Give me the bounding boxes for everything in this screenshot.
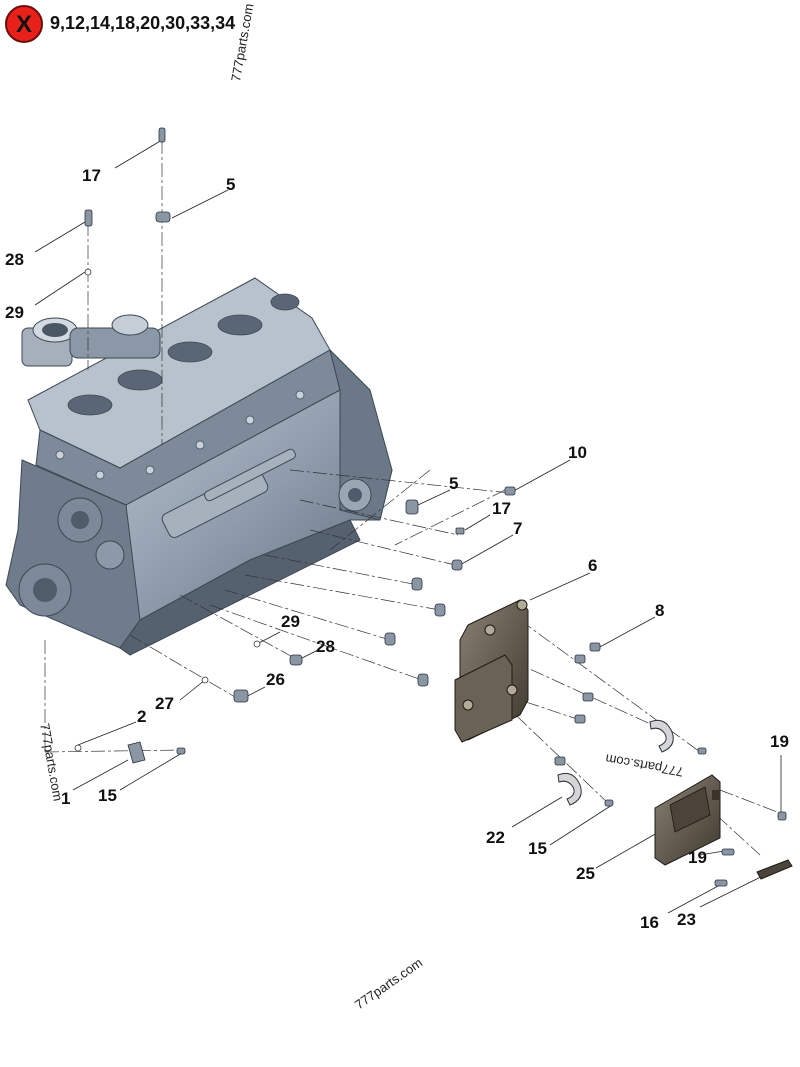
callout-22: 22: [486, 828, 505, 847]
callout-1: 1: [61, 789, 71, 808]
callout-15: 15: [528, 839, 547, 858]
turbo-housing: [21, 314, 161, 367]
callout-16: 16: [640, 913, 659, 932]
callout-19: 19: [688, 848, 707, 867]
ecu-module: [654, 774, 721, 866]
callout-10: 10: [568, 443, 587, 462]
callout-28: 28: [5, 250, 24, 269]
callout-5: 5: [226, 175, 236, 194]
excluded-items-list: 9,12,14,18,20,30,33,34: [50, 13, 236, 33]
callout-6: 6: [588, 556, 598, 575]
front-pulleys: [18, 497, 125, 617]
callout-2: 2: [137, 707, 147, 726]
gasket-plate: [756, 859, 793, 880]
bolts-and-sensors: [74, 127, 787, 887]
callout-19: 19: [770, 732, 789, 751]
engine-block: [5, 277, 393, 656]
excluded-marker: X: [15, 11, 32, 38]
clips: [557, 719, 674, 806]
callout-26: 26: [266, 670, 285, 689]
callout-29: 29: [281, 612, 300, 631]
callout-5: 5: [449, 474, 459, 493]
callout-17: 17: [492, 499, 511, 518]
callout-15: 15: [98, 786, 117, 805]
callout-23: 23: [677, 910, 696, 929]
callout-28: 28: [316, 637, 335, 656]
callout-8: 8: [655, 601, 665, 620]
callout-29: 29: [5, 303, 24, 322]
callout-7: 7: [513, 519, 523, 538]
callout-17: 17: [82, 166, 101, 185]
mounting-bracket: [454, 599, 529, 743]
callout-27: 27: [155, 694, 174, 713]
excluded-items-badge: X: [5, 5, 43, 43]
callout-25: 25: [576, 864, 595, 883]
